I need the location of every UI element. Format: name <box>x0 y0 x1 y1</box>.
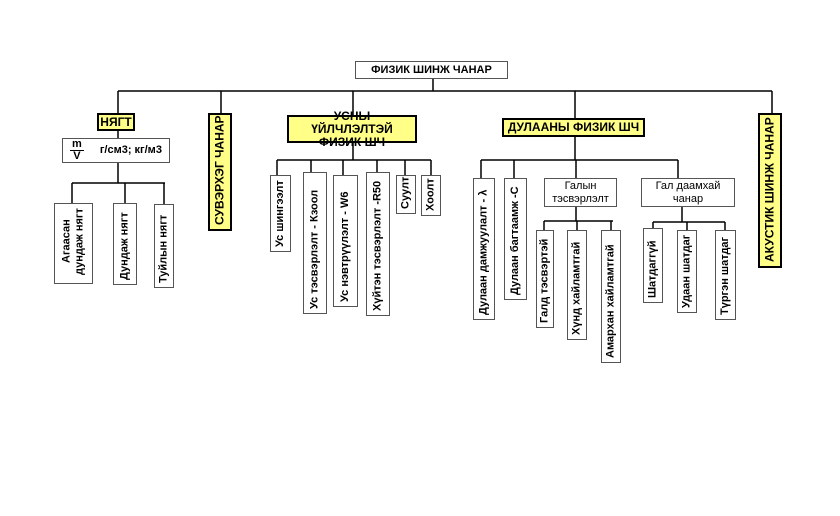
fire-resistance-child: Амархан хайламтгай <box>601 230 621 363</box>
density-child: Дундаж нягт <box>113 203 137 285</box>
flammability-child: Түргэн шатдаг <box>715 230 736 320</box>
flammability-node: Гал даамхай чанар <box>641 178 735 207</box>
water-child: Ус нэвтрүүлэлт - W6 <box>333 175 358 307</box>
water-child: Ус шингээлт <box>270 175 291 252</box>
fire-resistance-child: Хүнд хайламтгай <box>567 230 587 340</box>
denominator: V <box>73 150 81 162</box>
water-node: УСНЫ ҮЙЛЧЛЭЛТЭЙ ФИЗИК ШЧ <box>287 109 417 148</box>
flammability-child: Шатдаггүй <box>643 228 663 303</box>
fire-resistance-node: Галын тэсвэрлэлт <box>544 178 617 207</box>
water-child: Хоолт <box>421 175 441 216</box>
density-child: Туйлын нягт <box>154 204 174 288</box>
numerator: m <box>70 138 84 151</box>
density-child: Агаасан дундаж нягт <box>54 203 93 284</box>
water-child: Суулт <box>396 175 416 214</box>
density-node: НЯГТ <box>97 113 135 131</box>
acoustic-node: АКУСТИК ШИНЖ ЧАНАР <box>758 113 782 268</box>
water-child: Ус тэсвэрлэлт - Кзоол <box>303 172 327 314</box>
porosity-node: СУВЭРХЭГ ЧАНАР <box>208 113 232 231</box>
thermal-node: ДУЛААНЫ ФИЗИК ШЧ <box>502 118 645 137</box>
root-node: ФИЗИК ШИНЖ ЧАНАР <box>355 61 508 79</box>
fire-resistance-child: Галд тэсвэртэй <box>536 230 554 328</box>
thermal-child: Дулаан дамжуулалт - λ <box>473 178 495 320</box>
thermal-child: Дулаан багтаамж -C <box>504 178 527 300</box>
water-child: Хүйтэн тэсвэрлэлт -R50 <box>366 172 390 316</box>
density-units: г/см3; кг/м3 <box>99 144 162 156</box>
flammability-child: Удаан шатдаг <box>677 230 697 313</box>
